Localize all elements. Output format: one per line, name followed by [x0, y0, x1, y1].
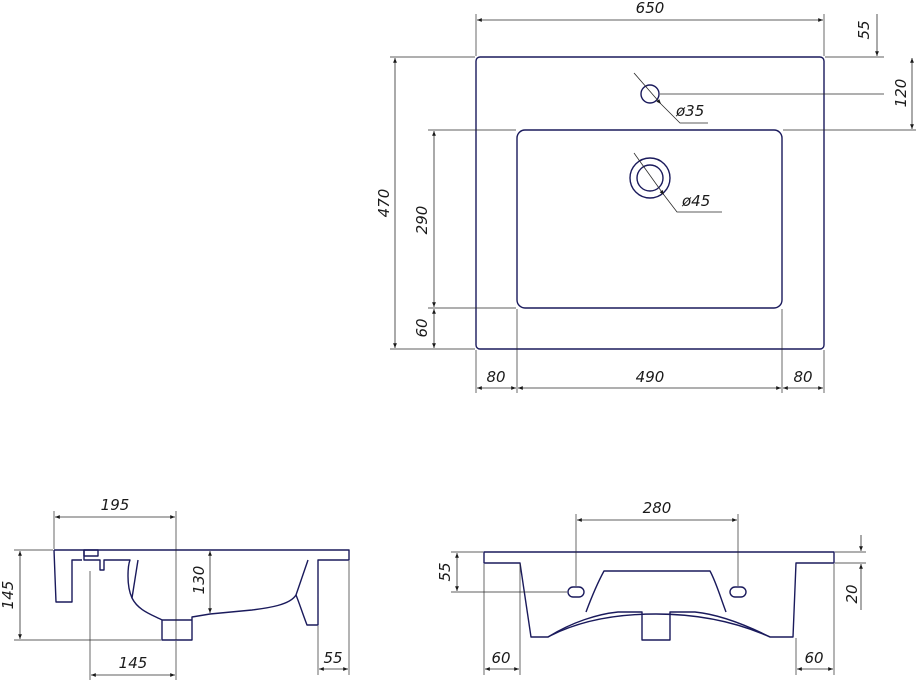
tap-hole [640, 84, 660, 104]
side-view: 195 145 130 145 55 [0, 496, 350, 680]
dim-overall-height: 145 [0, 581, 17, 610]
dim-rim-thickness: 20 [843, 584, 861, 603]
drain-inner [636, 164, 664, 192]
overflow-slot [83, 549, 99, 557]
dim-overflow-spacing: 280 [643, 499, 672, 517]
dim-drain-offset: 145 [119, 654, 148, 672]
dim-overall-depth: 470 [375, 189, 393, 218]
dim-tap-hole-diameter: ø35 [675, 102, 704, 120]
dim-right-rim: 80 [793, 368, 812, 386]
top-view: 650 470 290 60 55 120 ø35 ø45 [375, 0, 916, 393]
leader-drain [633, 152, 665, 196]
dim-left-rim: 80 [486, 368, 505, 386]
dim-overflow-height: 55 [436, 562, 454, 581]
front-profile [483, 551, 835, 641]
dim-back-to-bowl: 120 [892, 79, 910, 108]
dim-overall-width: 650 [636, 0, 665, 17]
dim-bowl-height: 130 [190, 566, 208, 595]
side-profile [53, 549, 350, 641]
dim-back-to-drain: 195 [101, 496, 130, 514]
basin-outline [475, 56, 825, 350]
front-view: 280 55 20 60 60 [436, 499, 866, 675]
leader-tap-hole [633, 72, 662, 105]
overflow-left [567, 586, 585, 598]
dim-bowl-depth: 290 [413, 206, 431, 235]
dim-front-leg: 55 [323, 649, 342, 667]
bowl-outline [516, 129, 783, 309]
overflow-right [729, 586, 747, 598]
dim-bowl-width: 490 [636, 368, 665, 386]
inner-bowl-front [585, 570, 727, 613]
dim-back-to-tap-hole: 55 [855, 20, 873, 39]
dim-left-edge: 60 [491, 649, 510, 667]
dim-right-edge: 60 [804, 649, 823, 667]
drain-outer [629, 157, 671, 199]
dim-front-rim: 60 [413, 318, 431, 337]
dim-drain-diameter: ø45 [681, 192, 710, 210]
